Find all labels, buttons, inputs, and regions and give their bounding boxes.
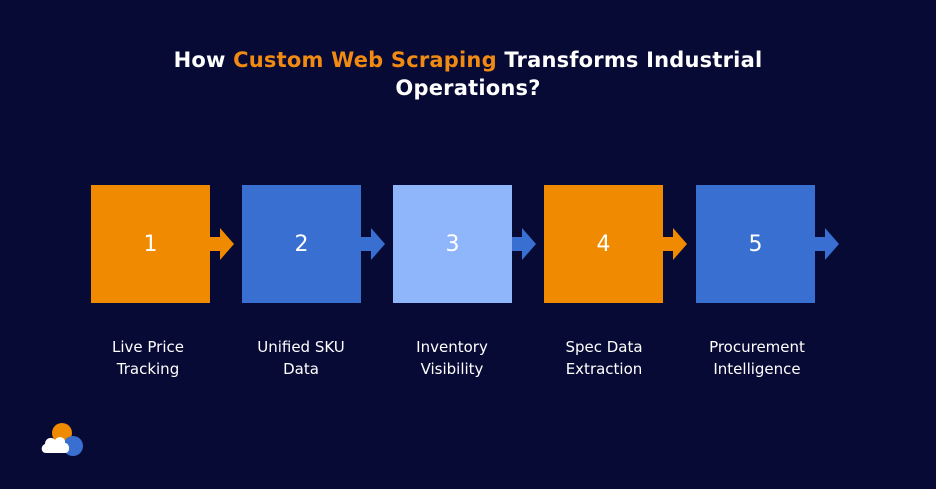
step-number-1: 1 <box>143 231 158 257</box>
step-box-3: 3 <box>393 185 512 303</box>
step-box-4-fill <box>544 185 663 303</box>
step-label-1-line-1: Live Price <box>112 338 184 356</box>
step-number-3: 3 <box>445 231 460 257</box>
step-label-3-line-2: Visibility <box>420 360 484 378</box>
title-part-1: How <box>173 48 234 72</box>
step-box-3-fill <box>393 185 512 303</box>
arrow-right-icon <box>663 228 687 260</box>
title-part-2: Transforms Industrial <box>496 48 763 72</box>
step-label-5-line-1: Procurement <box>709 338 805 356</box>
step-label-2-line-2: Data <box>283 360 319 378</box>
arrow-right-icon <box>815 228 839 260</box>
step-label-2: Unified SKU Data <box>231 336 371 380</box>
step-label-4-line-1: Spec Data <box>565 338 643 356</box>
arrow-right-icon <box>210 228 234 260</box>
step-box-2: 2 <box>242 185 361 303</box>
step-box-5: 5 <box>696 185 815 303</box>
step-number-5: 5 <box>748 231 763 257</box>
title-line-1: How Custom Web Scraping Transforms Indus… <box>0 46 936 74</box>
step-box-1-fill <box>91 185 210 303</box>
step-number-4: 4 <box>596 231 611 257</box>
arrow-right-icon <box>512 228 536 260</box>
step-label-2-line-1: Unified SKU <box>257 338 345 356</box>
step-label-4-line-2: Extraction <box>565 360 643 378</box>
step-box-2-fill <box>242 185 361 303</box>
step-box-5-fill <box>696 185 815 303</box>
step-label-3-line-1: Inventory <box>416 338 488 356</box>
step-label-5-line-2: Intelligence <box>713 360 801 378</box>
step-box-1: 1 <box>91 185 210 303</box>
step-number-2: 2 <box>294 231 309 257</box>
title-highlight: Custom Web Scraping <box>233 48 497 72</box>
arrow-right-icon <box>361 228 385 260</box>
step-label-1-line-2: Tracking <box>116 360 180 378</box>
cloud-logo-icon <box>41 423 83 456</box>
step-label-3: Inventory Visibility <box>382 336 522 380</box>
step-box-4: 4 <box>544 185 663 303</box>
step-label-4: Spec Data Extraction <box>534 336 674 380</box>
step-label-1: Live Price Tracking <box>78 336 218 380</box>
page-title: How Custom Web Scraping Transforms Indus… <box>0 46 936 102</box>
step-label-5: Procurement Intelligence <box>687 336 827 380</box>
title-line-2: Operations? <box>395 76 541 100</box>
